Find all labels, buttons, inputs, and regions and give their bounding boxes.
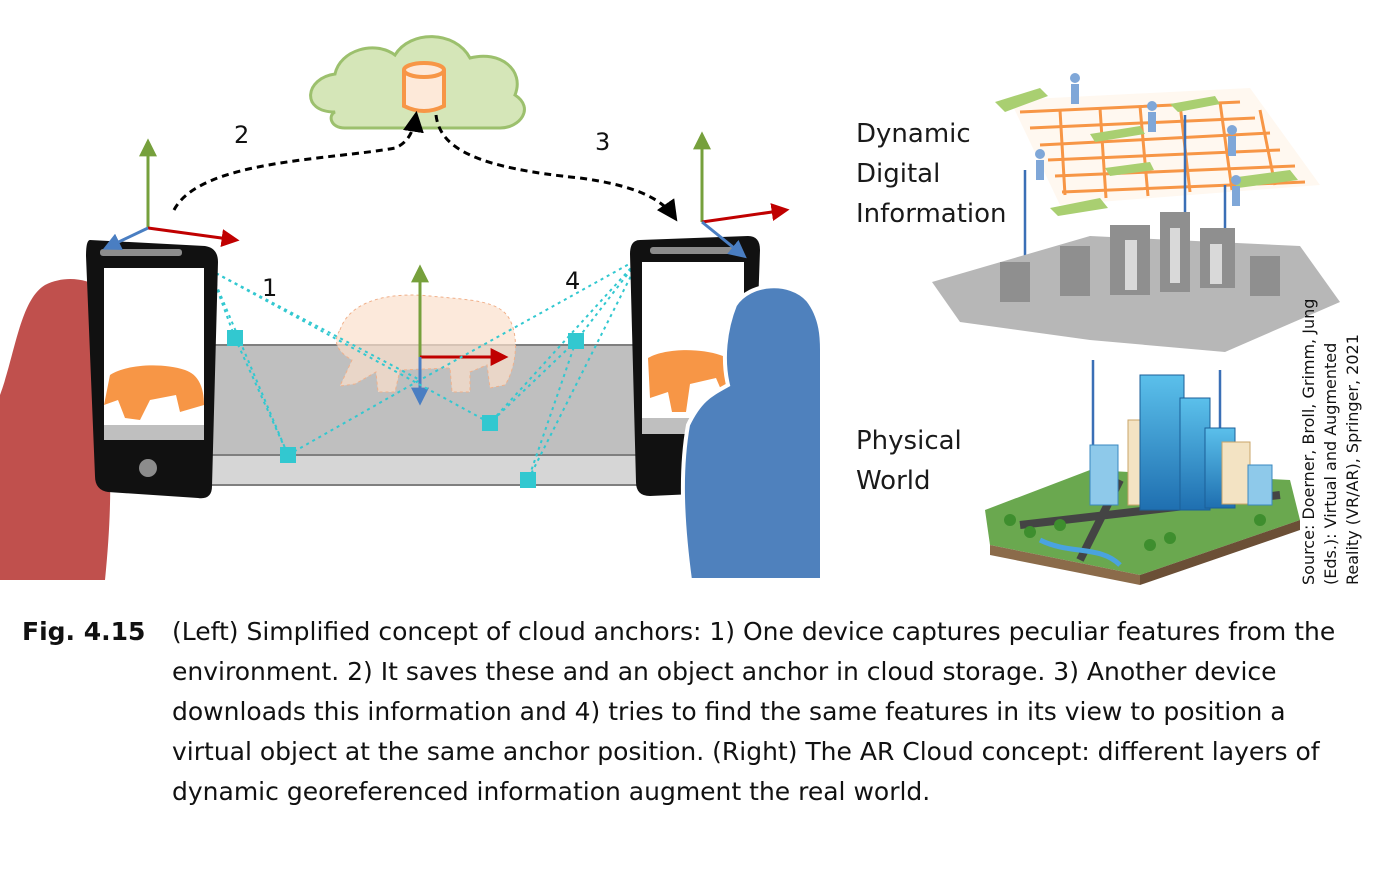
- label-physical: Physical: [856, 426, 962, 456]
- cloud-storage-icon: [309, 35, 526, 130]
- tracking-lines-left: [129, 269, 491, 456]
- database-icon: [402, 61, 446, 113]
- smartphone-left-icon: [86, 240, 218, 499]
- physical-world-city-icon: [985, 374, 1300, 585]
- tracking-lines-right: [419, 257, 641, 481]
- figure-svg: [0, 35, 1340, 585]
- step-label-2: 2: [234, 121, 250, 149]
- caption-text: (Left) Simplified concept of cloud ancho…: [172, 617, 1336, 806]
- person-right-icon: [680, 284, 824, 582]
- upload-arrow: [172, 110, 424, 211]
- step-label-1: 1: [262, 274, 278, 302]
- figure-number: Fig. 4.15: [22, 617, 146, 646]
- virtual-bear-icon: [336, 294, 516, 393]
- step-label-4: 4: [565, 267, 581, 295]
- download-arrow: [434, 114, 678, 222]
- figure: 1 2 3 4 Dynamic Digital Information Phys…: [0, 35, 1362, 585]
- source-note: Source: Doerner, Broll, Grimm, Jung (Eds…: [1299, 298, 1362, 585]
- city-scan-layer: [932, 212, 1340, 352]
- step-label-3: 3: [595, 128, 611, 156]
- feature-markers: [227, 330, 584, 488]
- label-dynamic: Dynamic: [856, 119, 971, 149]
- digital-information-layer: [995, 73, 1320, 216]
- person-left-icon: [0, 279, 119, 580]
- label-world: World: [856, 466, 931, 496]
- label-information: Information: [856, 199, 1007, 229]
- label-digital: Digital: [856, 159, 941, 189]
